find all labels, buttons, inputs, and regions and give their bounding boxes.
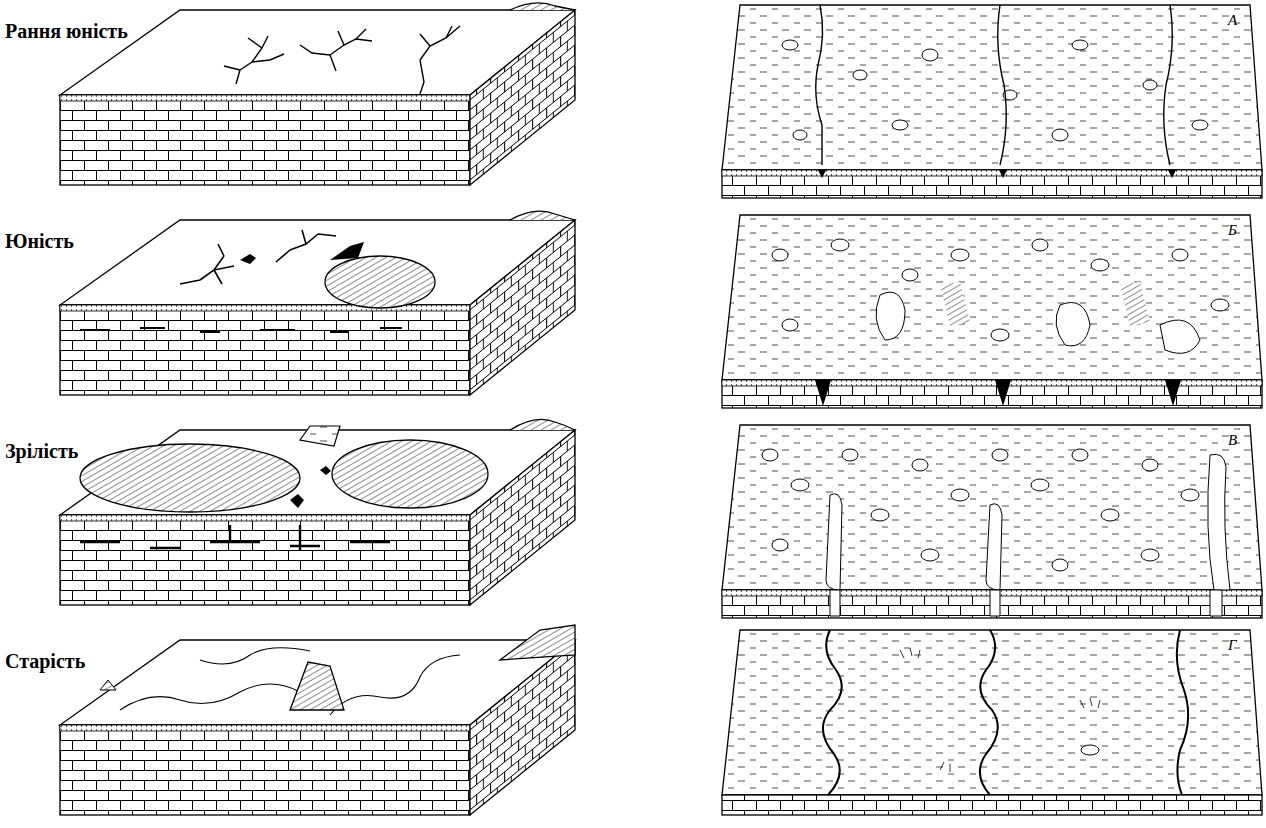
- stage-label: Юність: [5, 230, 74, 252]
- stage-label: Рання юність: [5, 20, 128, 42]
- panel-letter: Г: [1228, 637, 1237, 654]
- panel-letter: Б: [1228, 222, 1237, 239]
- panel-letter: А: [1228, 12, 1237, 29]
- panel-letter: В: [1228, 432, 1237, 449]
- stage-label: Старість: [5, 650, 85, 672]
- stage-label: Зрілість: [5, 440, 78, 462]
